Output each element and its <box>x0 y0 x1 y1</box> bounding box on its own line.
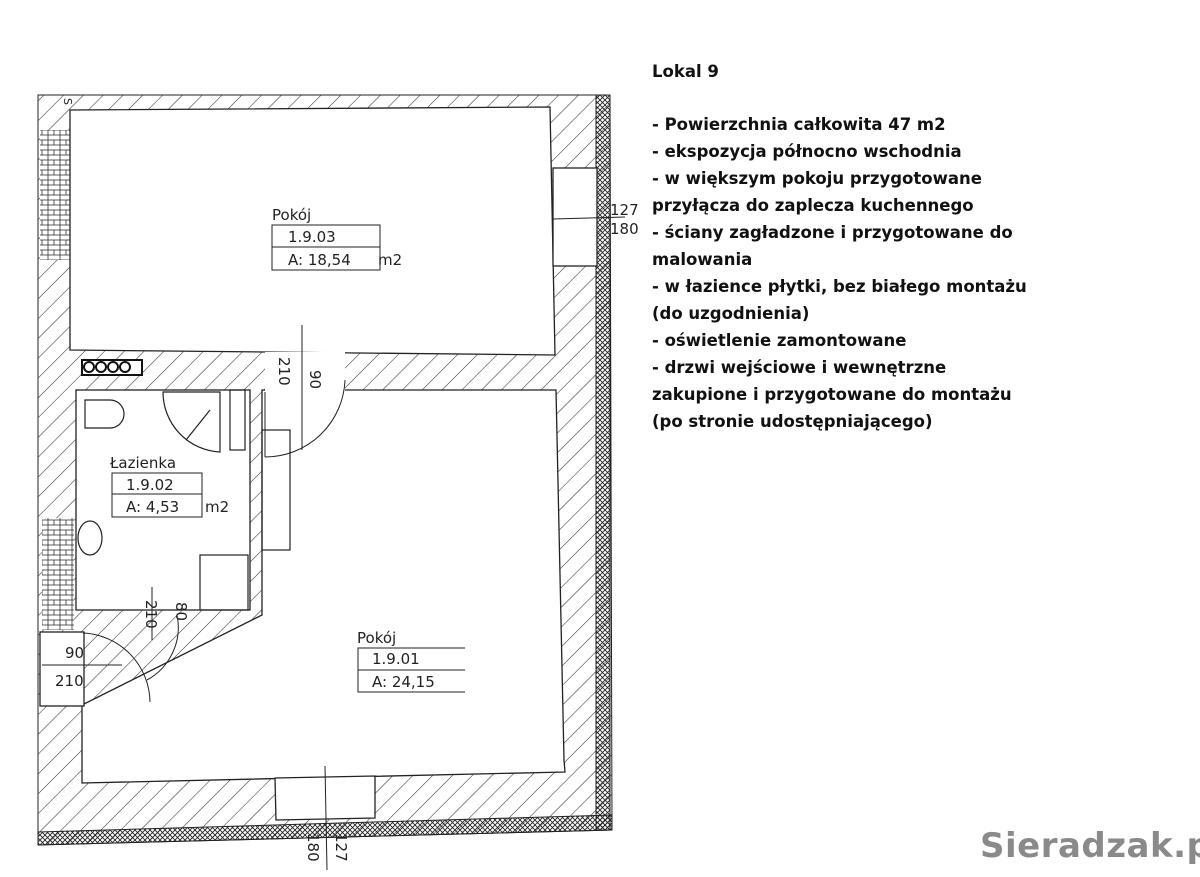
info-line: - drzwi wejściowe i wewnętrzne <box>652 358 947 377</box>
info-line: - w większym pokoju przygotowane <box>652 169 982 188</box>
door-opening-entrance <box>39 631 85 707</box>
room-label-1-9-03: Pokój 1.9.03 A: 18,54 m2 <box>271 206 402 271</box>
bathroom-fixtures <box>77 389 291 611</box>
svg-text:180: 180 <box>610 220 639 238</box>
watermark: Sieradzak.pl <box>980 826 1200 866</box>
svg-text:127: 127 <box>332 833 350 862</box>
info-line: (po stronie udostępniającego) <box>652 412 933 431</box>
doors <box>42 216 626 871</box>
svg-text:80: 80 <box>172 602 190 621</box>
toilet-icon <box>84 399 125 429</box>
info-line: - oświetlenie zamontowane <box>652 331 907 350</box>
svg-text:A: 4,53: A: 4,53 <box>126 498 179 516</box>
rooms <box>39 106 598 821</box>
svg-text:1.9.01: 1.9.01 <box>372 650 420 668</box>
info-line: - ściany zagładzone i przygotowane do <box>652 223 1013 242</box>
apartment-title: Lokal 9 <box>652 62 719 81</box>
svg-text:127: 127 <box>610 201 639 219</box>
dimension-labels: 127 180 210 90 210 80 90 210 180 127 S <box>55 98 639 862</box>
svg-text:A: 18,54: A: 18,54 <box>288 251 351 269</box>
svg-text:1.9.03: 1.9.03 <box>288 228 336 246</box>
sink-icon <box>77 520 103 556</box>
svg-text:210: 210 <box>275 357 293 386</box>
info-line: - ekspozycja północno wschodnia <box>652 142 962 161</box>
svg-text:A: 24,15: A: 24,15 <box>372 673 435 691</box>
room-label-1-9-02: Łazienka 1.9.02 A: 4,53 m2 <box>109 454 229 518</box>
svg-text:1.9.02: 1.9.02 <box>126 476 174 494</box>
apartment-description: Lokal 9 - Powierzchnia całkowita 47 m2 -… <box>652 58 1027 435</box>
door-opening-upper <box>265 352 345 392</box>
svg-text:m2: m2 <box>378 251 402 269</box>
svg-text:Pokój: Pokój <box>272 206 311 224</box>
svg-text:90: 90 <box>306 370 324 389</box>
svg-text:m2: m2 <box>205 498 229 516</box>
svg-text:210: 210 <box>142 600 160 629</box>
svg-text:Pokój: Pokój <box>357 629 396 647</box>
svg-text:90: 90 <box>65 644 84 662</box>
brick-infill <box>40 130 70 260</box>
info-line: - w łazience płytki, bez białego montażu <box>652 277 1027 296</box>
info-line: przyłącza do zaplecza kuchennego <box>652 196 974 215</box>
ventilation-ducts <box>81 359 143 376</box>
brick-infill <box>42 518 74 630</box>
window-right <box>552 167 598 267</box>
info-line: (do uzgodnienia) <box>652 304 810 323</box>
shower-icon <box>162 391 221 453</box>
svg-text:S: S <box>61 98 74 105</box>
room-1-9-02 <box>75 389 251 611</box>
room-1-9-03 <box>69 106 556 356</box>
room-label-1-9-01: Pokój 1.9.01 A: 24,15 <box>357 629 465 693</box>
svg-text:210: 210 <box>55 672 84 690</box>
window-bottom <box>274 775 376 821</box>
info-line: malowania <box>652 250 753 269</box>
info-line: - Powierzchnia całkowita 47 m2 <box>652 115 946 134</box>
svg-text:180: 180 <box>304 833 322 862</box>
info-line: zakupione i przygotowane do montażu <box>652 385 1012 404</box>
svg-text:Łazienka: Łazienka <box>109 454 176 472</box>
